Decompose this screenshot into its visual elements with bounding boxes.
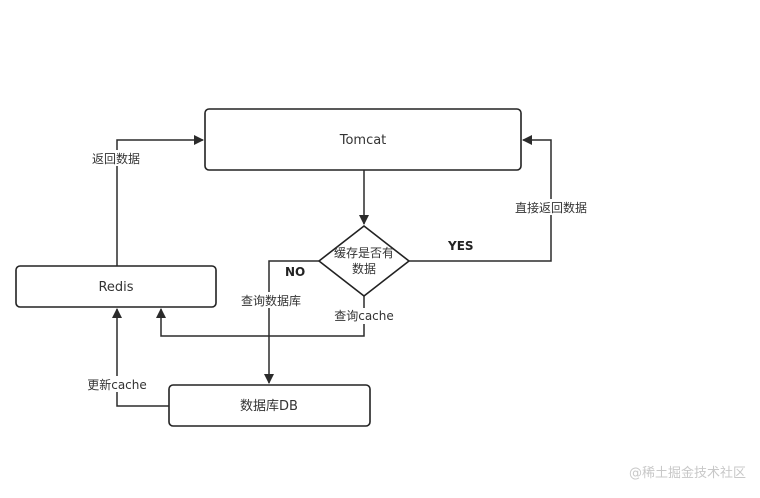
- label-query-cache: 查询cache: [334, 309, 394, 323]
- decision-label-line1: 缓存是否有: [334, 246, 394, 260]
- cache-decision-node: 缓存是否有 数据: [317, 224, 411, 298]
- label-direct-return: 直接返回数据: [515, 200, 587, 215]
- label-update-cache: 更新cache: [87, 377, 147, 392]
- database-label: 数据库DB: [240, 398, 298, 414]
- edge-database-to-redis: [112, 308, 169, 407]
- watermark: @稀土掘金技术社区: [629, 465, 746, 481]
- tomcat-label: Tomcat: [339, 133, 387, 148]
- redis-label: Redis: [98, 280, 133, 295]
- tomcat-node: Tomcat: [204, 108, 522, 171]
- label-query-database: 查询数据库: [241, 293, 301, 308]
- label-yes: YES: [447, 239, 474, 253]
- redis-node: Redis: [15, 265, 217, 308]
- edge-no-to-database: [264, 260, 319, 384]
- label-return-data: 返回数据: [92, 151, 140, 166]
- edge-redis-to-tomcat: [116, 135, 204, 266]
- decision-label-line2: 数据: [352, 261, 376, 276]
- database-node: 数据库DB: [168, 384, 371, 427]
- label-no: NO: [285, 265, 305, 279]
